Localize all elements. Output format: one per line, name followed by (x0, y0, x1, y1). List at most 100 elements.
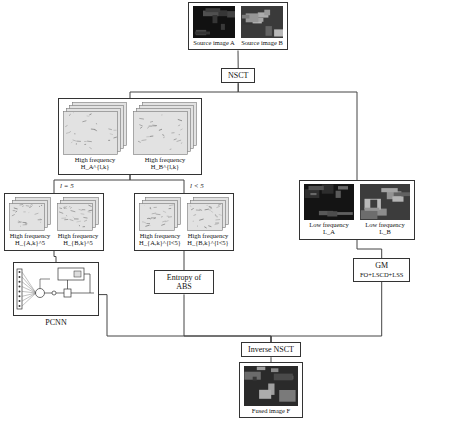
texture-stroke (207, 204, 209, 206)
texture-stroke (23, 222, 27, 223)
texture-stroke (79, 209, 83, 210)
image-thumbnail (360, 184, 410, 220)
input-column (17, 269, 22, 309)
texture-stroke (71, 211, 76, 212)
image-panel: Fused image F (244, 366, 298, 414)
image-detail (244, 372, 260, 380)
input-wire (22, 293, 36, 306)
image-detail (309, 186, 324, 190)
texture-stroke (154, 218, 156, 219)
high-frequency-box: High frequency H_A^{l,k}High frequency H… (58, 98, 202, 175)
texture-stroke (219, 214, 222, 215)
texture-stroke (216, 216, 217, 217)
connector-line (238, 83, 357, 180)
subband-layer (10, 204, 45, 231)
texture-stroke (81, 213, 85, 215)
image-panel: Source image A (193, 6, 235, 46)
subband-stack (187, 197, 229, 231)
texture-stroke (22, 206, 23, 208)
image-detail (259, 390, 271, 399)
high-frequency-box: High frequency H_{A,k}^{l<5}High frequen… (134, 193, 234, 251)
texture-stroke (88, 211, 91, 213)
texture-stroke (87, 115, 90, 116)
texture-stroke (69, 206, 71, 207)
texture-stroke (82, 209, 86, 210)
texture-stroke (38, 219, 42, 220)
texture-stroke (40, 219, 41, 220)
texture-stroke (147, 127, 149, 128)
texture-stroke (19, 222, 22, 223)
texture-stroke (28, 212, 30, 213)
pcnn-schematic (13, 262, 99, 316)
texture-stroke (142, 139, 147, 141)
image-detail (327, 211, 337, 216)
texture-stroke (208, 226, 211, 227)
texture-stroke (145, 225, 149, 226)
texture-stroke (73, 140, 76, 141)
texture-stroke (83, 226, 85, 227)
image-thumbnail (193, 6, 235, 38)
sum-node (36, 289, 45, 298)
texture-stroke (215, 223, 219, 225)
texture-stroke (197, 226, 199, 227)
texture-stroke (35, 213, 39, 214)
image-detail (242, 15, 250, 19)
texture-stroke (79, 225, 80, 227)
input-wire (22, 287, 36, 293)
node-text: Entropy of ABS (161, 273, 207, 291)
image-thumbnail (241, 6, 283, 38)
input-dot (19, 290, 21, 292)
texture-stroke (150, 218, 152, 220)
texture-stroke (210, 208, 213, 209)
image-detail (274, 29, 283, 36)
texture-stroke (73, 216, 75, 218)
texture-stroke (29, 206, 31, 207)
subband-stack (9, 197, 51, 231)
texture-stroke (64, 219, 68, 220)
texture-stroke (91, 129, 96, 131)
threshold-block (58, 268, 84, 280)
image-detail (336, 191, 341, 198)
texture-stroke (20, 204, 24, 206)
image-detail (221, 24, 225, 30)
image-detail (206, 8, 221, 12)
image-detail (271, 368, 278, 372)
texture-stroke (211, 211, 213, 213)
subband-layer (134, 112, 188, 155)
connector-line (184, 294, 271, 342)
level-label: l = 5 (59, 183, 75, 190)
connector-line (54, 251, 56, 262)
input-dot (19, 295, 21, 297)
texture-stroke (18, 221, 20, 222)
texture-stroke (149, 126, 153, 127)
input-wire (22, 282, 36, 293)
texture-stroke (82, 121, 86, 122)
texture-stroke (150, 136, 153, 137)
image-detail (195, 32, 210, 35)
texture-stroke (147, 218, 149, 219)
image-panel: Source image B (241, 6, 283, 46)
texture-stroke (215, 223, 219, 224)
texture-stroke (159, 129, 162, 130)
texture-stroke (152, 126, 156, 127)
texture-stroke (87, 141, 92, 143)
texture-stroke (89, 147, 91, 148)
image-detail (305, 189, 320, 198)
signal-wire (45, 293, 53, 294)
texture-stroke (59, 212, 63, 214)
connector-line (99, 295, 271, 342)
image-panel: High frequency H_{B,k}^5 (57, 197, 99, 247)
texture-stroke (142, 221, 143, 222)
input-wire (22, 291, 36, 293)
texture-stroke (73, 112, 74, 113)
texture-stroke (74, 218, 79, 219)
node-text: PCNN (45, 318, 66, 327)
image-detail (394, 192, 410, 196)
image-thumbnail (304, 184, 354, 220)
node-text: Source image B (241, 39, 283, 46)
texture-stroke (138, 141, 141, 142)
texture-stroke (77, 221, 82, 223)
texture-stroke (14, 208, 18, 209)
texture-stroke (84, 144, 86, 145)
texture-stroke (94, 130, 97, 131)
